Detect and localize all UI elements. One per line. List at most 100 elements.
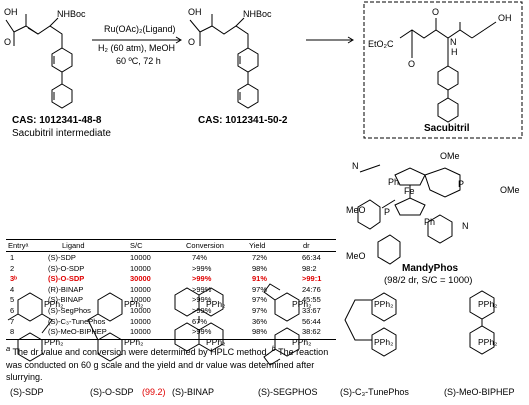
mandyphos-p2-label: P bbox=[384, 207, 391, 217]
pph2-label: PPh₂ bbox=[478, 299, 498, 309]
table-cell-yield: 91% bbox=[252, 274, 268, 284]
sm-name: Sacubitril intermediate bbox=[12, 128, 111, 139]
table-cell-ligand: (S)-BINAP bbox=[48, 295, 84, 305]
table-cell-yield: 72% bbox=[252, 253, 268, 262]
footnote-a-text: The dr value and conversion were determi… bbox=[10, 347, 272, 357]
reagent-catalyst: Ru(OAc)₂(Ligand) bbox=[104, 24, 176, 34]
sm-oh-label: OH bbox=[4, 7, 18, 17]
sm-cas: CAS: 1012341-48-8 bbox=[12, 115, 102, 126]
footnote-a-mark: a bbox=[6, 344, 11, 353]
table-cell-entry: 2 bbox=[10, 263, 15, 273]
pph2-label: PPh₂ bbox=[206, 299, 226, 309]
mandyphos-meo2-label: MeO bbox=[346, 251, 366, 261]
table-cell-dr: 38:62 bbox=[302, 327, 321, 337]
mandyphos-caption: (98/2 dr, S/C = 1000) bbox=[384, 275, 473, 286]
table-cell-entry: 6 bbox=[10, 305, 15, 315]
table-cell-yield: 36% bbox=[252, 316, 268, 326]
pph2-label: PPh₂ bbox=[292, 299, 312, 309]
table-cell-ligand: (S)-O-SDP bbox=[48, 274, 85, 284]
pph2-label: PPh₂ bbox=[374, 337, 394, 347]
results-table: Entryᵃ Ligand S/C Conversion Yield dr 1 (… bbox=[6, 239, 336, 337]
table-cell-ligand: (S)-SegPhos bbox=[48, 305, 91, 315]
table-cell-entry: 4 bbox=[10, 284, 15, 294]
table-cell-ligand: (S)-SDP bbox=[48, 253, 76, 262]
mandyphos-ph2-label: Ph bbox=[424, 217, 436, 227]
pph2-label: PPh₂ bbox=[478, 337, 498, 347]
table-cell-conv: >99% bbox=[192, 295, 212, 305]
table-footnote: a The dr value and conversion were deter… bbox=[6, 343, 336, 384]
mandyphos-p1-label: P bbox=[458, 179, 465, 189]
table-cell-yield: 97% bbox=[252, 295, 268, 305]
sm-o-label: O bbox=[4, 37, 12, 47]
header-conversion: Conversion bbox=[186, 241, 224, 250]
pph2-label: PPh₂ bbox=[124, 337, 144, 347]
pph2-label: PPh₂ bbox=[206, 337, 226, 347]
footnote-b-mark: b bbox=[271, 344, 276, 353]
footnote-b-text: The reaction was conducted on 60 g scale… bbox=[6, 347, 329, 382]
table-cell-dr: 56:44 bbox=[302, 316, 321, 326]
table-cell-entry: 8 bbox=[10, 327, 15, 337]
table-cell-entry: 1 bbox=[10, 253, 15, 262]
header-dr: dr bbox=[303, 241, 310, 250]
ligand-label: (S)-BINAP bbox=[172, 387, 215, 397]
sacubitril-h-label: H bbox=[451, 47, 458, 57]
sacubitril-n-label: N bbox=[450, 37, 457, 47]
table-cell-sc: 10000 bbox=[130, 305, 151, 315]
table-cell-entry: 5 bbox=[10, 295, 15, 305]
mandyphos-ome2-label: OMe bbox=[500, 185, 520, 195]
product-structure bbox=[189, 14, 259, 109]
mandyphos-name: MandyPhos bbox=[402, 263, 459, 274]
product-nh-label: NHBoc bbox=[243, 9, 272, 19]
sacubitril-structure bbox=[399, 18, 497, 123]
table-cell-dr: 66:34 bbox=[302, 253, 321, 262]
mandyphos-n1-label: N bbox=[352, 161, 359, 171]
table-cell-dr: 45:55 bbox=[302, 295, 321, 305]
ligand-structures bbox=[7, 283, 495, 366]
sacubitril-o1-label: O bbox=[432, 7, 440, 17]
header-sc: S/C bbox=[130, 241, 143, 250]
header-yield: Yield bbox=[249, 241, 266, 250]
pph2-label: PPh₂ bbox=[292, 337, 312, 347]
ligand-label: (S)-SEGPHOS bbox=[258, 387, 318, 397]
pph2-label: PPh₂ bbox=[44, 337, 64, 347]
table-cell-dr: 33:67 bbox=[302, 305, 321, 315]
mandyphos-n2-label: N bbox=[462, 221, 469, 231]
table-cell-entry: 3ᵇ bbox=[10, 274, 18, 284]
table-cell-entry: 7 bbox=[10, 316, 15, 326]
mandyphos-meo1-label: MeO bbox=[346, 205, 366, 215]
mandyphos-structure bbox=[357, 164, 461, 265]
ligand-label-extra: (99.2) bbox=[142, 387, 166, 397]
table-header-row: Entryᵃ Ligand S/C Conversion Yield dr bbox=[6, 239, 336, 252]
table-cell-conv: 74% bbox=[192, 253, 208, 262]
table-cell-conv: >99% bbox=[192, 263, 212, 273]
sacubitril-eto2c-label: EtO₂C bbox=[368, 39, 394, 49]
header-entry: Entryᵃ bbox=[8, 241, 29, 250]
starting-material-structure bbox=[5, 14, 73, 109]
sacubitril-o2-label: O bbox=[408, 59, 416, 69]
table-cell-ligand: (R)-BINAP bbox=[48, 284, 84, 294]
table-bottom-rule bbox=[6, 339, 336, 340]
table-cell-sc: 10000 bbox=[130, 295, 151, 305]
table-cell-ligand: (S)-MeO-BIPHEP bbox=[48, 327, 107, 337]
table-cell-dr: 24:76 bbox=[302, 284, 321, 294]
table-cell-yield: 97% bbox=[252, 305, 268, 315]
product-cas: CAS: 1012341-50-2 bbox=[198, 115, 288, 126]
reagent-temp-time: 60 ºC, 72 h bbox=[116, 56, 161, 66]
product-oh-label: OH bbox=[188, 7, 202, 17]
pph2-label: PPh₂ bbox=[44, 299, 64, 309]
table-cell-yield: 98% bbox=[252, 327, 268, 337]
ligand-label: (S)-SDP bbox=[10, 387, 44, 397]
pph2-label: PPh₂ bbox=[124, 299, 144, 309]
ligand-label: (S)-MeO-BIPHEP bbox=[444, 387, 515, 397]
table-cell-sc: 10000 bbox=[130, 316, 151, 326]
ligand-label: (S)-O-SDP bbox=[90, 387, 134, 397]
table-cell-ligand: (S)-C₃-TunePhos bbox=[48, 316, 106, 326]
mandyphos-ph1-label: Ph bbox=[388, 177, 400, 187]
